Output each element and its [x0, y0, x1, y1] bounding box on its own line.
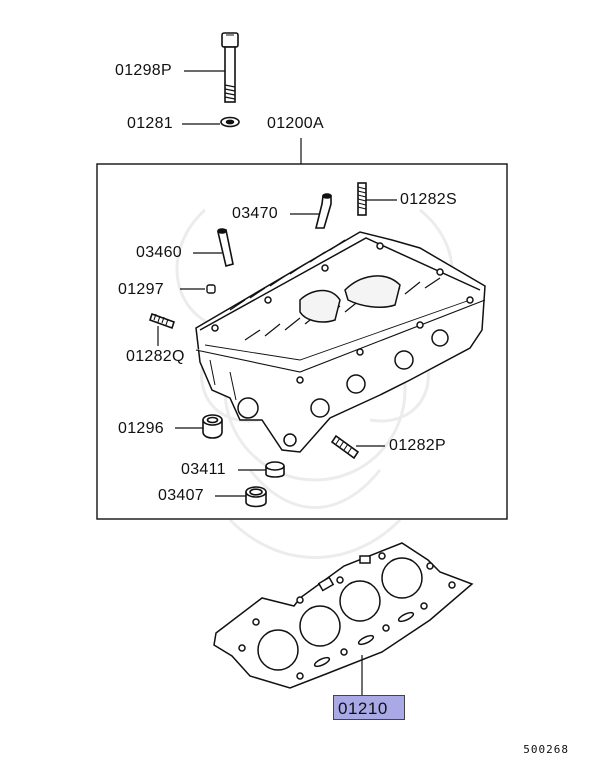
cap-ring-part	[245, 486, 267, 508]
label-bolt: 01298P	[115, 62, 172, 79]
label-cap-small: 03411	[181, 461, 226, 478]
label-cap-ring: 03407	[158, 487, 204, 504]
label-washer: 01281	[127, 115, 173, 132]
figure-number: 500268	[523, 743, 569, 756]
stud-left-part	[148, 312, 176, 330]
assembly-frame	[96, 163, 508, 520]
washer-part	[220, 116, 240, 128]
highlighted-part-label[interactable]: 01210	[333, 695, 405, 720]
tube-short-part	[217, 228, 234, 267]
bolt-part	[221, 32, 239, 103]
pin-part	[206, 284, 216, 294]
highlighted-part-number: 01210	[338, 699, 388, 718]
label-assembly: 01200A	[267, 115, 324, 132]
label-tube-long: 03470	[232, 205, 278, 222]
label-stud-top: 01282S	[400, 191, 457, 208]
cap-small-part	[265, 461, 285, 478]
stud-top-part	[357, 182, 367, 216]
label-plug: 01296	[118, 420, 164, 437]
tube-long-part	[314, 193, 332, 229]
label-stud-right: 01282P	[389, 437, 446, 454]
label-pin: 01297	[118, 281, 164, 298]
label-stud-left: 01282Q	[126, 348, 185, 365]
stud-right-part	[330, 434, 360, 460]
plug-part	[202, 414, 223, 439]
head-gasket-part	[213, 542, 474, 689]
cylinder-head-part	[195, 231, 486, 453]
label-tube-short: 03460	[136, 244, 182, 261]
